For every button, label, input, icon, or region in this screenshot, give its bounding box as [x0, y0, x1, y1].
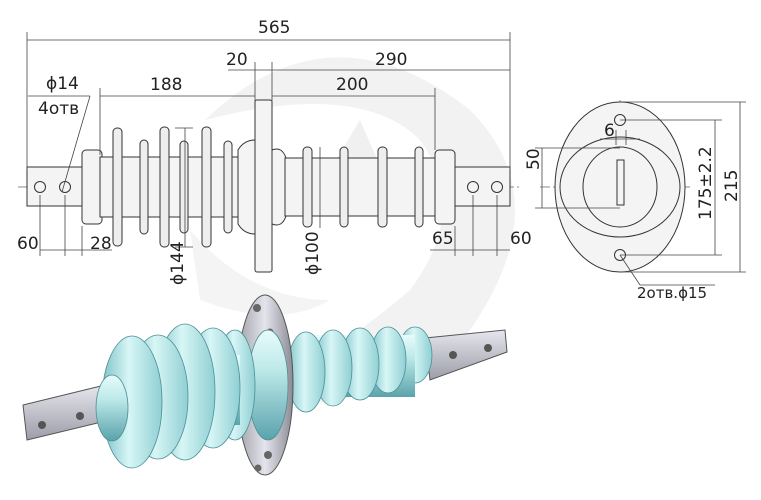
top-dimension-lines: [26, 32, 511, 193]
left-terminal-lug: [26, 166, 86, 207]
flange-outline: [554, 101, 686, 273]
side-view: 565 20 290 188 200 ϕ14 4отв 60 28 65 60 …: [17, 18, 532, 285]
bottom-dimension-lines: [39, 127, 510, 256]
mounting-flange: [254, 99, 273, 273]
dim-left-lug-hole: 28: [90, 234, 112, 254]
dim-bolt-spacing: 175±2.2: [696, 146, 716, 220]
right-terminal-lug: [449, 166, 511, 207]
dim-flange-thickness: 20: [226, 50, 248, 70]
right-lug-hole-1: [467, 181, 479, 193]
left-lug-hole-1: [34, 181, 46, 193]
dim-left-shed-length: 188: [150, 75, 182, 95]
right-sheds: [302, 146, 424, 228]
left-sheds: [112, 126, 233, 248]
right-lug-hole-2: [491, 181, 503, 193]
dim-hole-count: 4отв: [38, 99, 79, 119]
dim-right-length: 290: [375, 50, 407, 70]
dim-core-diameter: ϕ100: [303, 231, 323, 275]
dim-hole-diameter: ϕ14: [46, 74, 79, 94]
render-right-body: [286, 326, 433, 413]
end-view: 6 50 175±2.2 215 2отв.ϕ15: [524, 100, 746, 302]
dim-overall-length: 565: [258, 18, 290, 38]
dim-flange-holes: 2отв.ϕ15: [637, 284, 707, 302]
flange-inner: [559, 136, 681, 238]
dim-shed-diameter: ϕ144: [168, 241, 188, 285]
dim-left-lug: 60: [17, 234, 39, 254]
slot: [616, 159, 625, 206]
dim-right-lug-hole: 65: [432, 229, 454, 249]
dim-right-shed-length: 200: [336, 75, 368, 95]
render-right-terminal: [424, 329, 508, 381]
dim-flange-height: 215: [722, 170, 742, 202]
dim-slot-offset: 50: [524, 148, 544, 170]
render-flange: [236, 294, 294, 476]
render-left-body: [95, 323, 256, 469]
dim-right-lug: 60: [510, 229, 532, 249]
dim-slot-width: 6: [604, 121, 615, 141]
insulator-3d-render: [22, 294, 508, 476]
